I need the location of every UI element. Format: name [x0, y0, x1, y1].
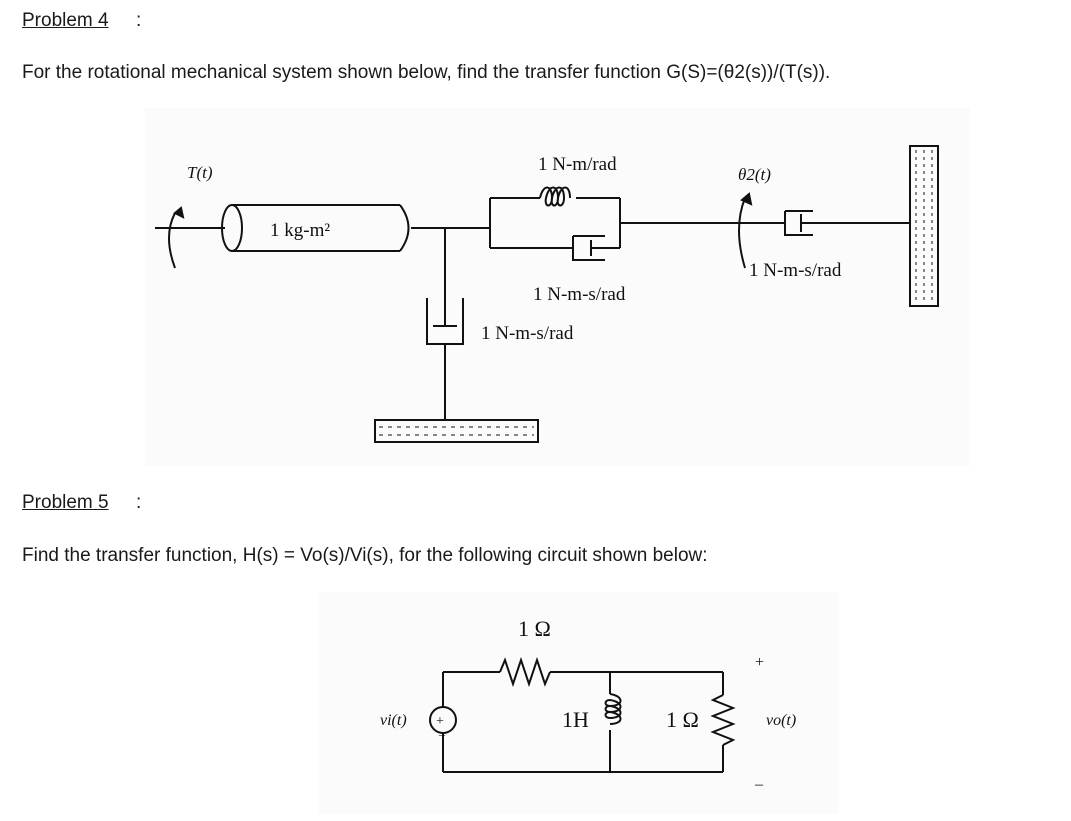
right-resistor: [710, 694, 736, 746]
theta-arrow-arc: [738, 197, 746, 269]
rotational-mechanical-figure: T(t) 1 kg-m² 1 N-m/rad 1 N-m-s/rad 1 N-m…: [145, 108, 970, 466]
circuit-figure: + – 1 Ω 1H 1 Ω vi(t) vo(t) + –: [318, 592, 838, 814]
source-minus-sign: –: [438, 727, 446, 741]
problem-5-statement: Find the transfer function, H(s) = Vo(s)…: [22, 545, 708, 566]
source-plus-sign: +: [436, 714, 444, 729]
problem-5-heading-text: Problem 5: [22, 492, 109, 513]
damper-lower-label: 1 N-m-s/rad: [481, 323, 574, 344]
inertia-label: 1 kg-m²: [270, 220, 330, 241]
top-resistor-label: 1 Ω: [518, 616, 551, 641]
torque-arrow-arc: [168, 212, 176, 269]
mechanical-diagram: T(t) 1 kg-m² 1 N-m/rad 1 N-m-s/rad 1 N-m…: [155, 145, 939, 443]
damper-cup: [572, 235, 605, 261]
damper-right-label: 1 N-m-s/rad: [749, 260, 842, 281]
right-damper-cup: [784, 210, 813, 236]
output-label: vo(t): [766, 712, 796, 729]
output-plus-sign: +: [755, 654, 764, 671]
damper-upper-label: 1 N-m-s/rad: [533, 284, 626, 305]
problem-5-heading-colon: :: [136, 492, 142, 513]
ground-block: [374, 419, 539, 443]
torque-arrowhead: [173, 206, 185, 219]
spring-coil: [539, 186, 571, 207]
problem-4-heading: Problem 4: [22, 10, 109, 32]
problem-4-heading-colon: :: [136, 10, 142, 31]
theta-arrowhead: [740, 192, 753, 206]
inertia-right-end: [399, 204, 410, 252]
theta-label: θ2(t): [738, 165, 771, 184]
source-label: vi(t): [380, 712, 407, 729]
right-resistor-label: 1 Ω: [666, 707, 699, 732]
problem-4-statement: For the rotational mechanical system sho…: [22, 62, 831, 83]
problem-4-heading-text: Problem 4: [22, 10, 109, 31]
inductor-label: 1H: [562, 707, 589, 732]
spring-label: 1 N-m/rad: [538, 154, 617, 175]
circuit-diagram: + – 1 Ω 1H 1 Ω vi(t) vo(t) + –: [380, 616, 796, 793]
problem-5-heading: Problem 5: [22, 492, 109, 514]
torque-label: T(t): [187, 163, 213, 182]
top-resistor: [499, 656, 551, 688]
right-wall: [909, 145, 939, 307]
output-minus-sign: –: [754, 776, 764, 793]
inductor-coil: [604, 693, 622, 725]
